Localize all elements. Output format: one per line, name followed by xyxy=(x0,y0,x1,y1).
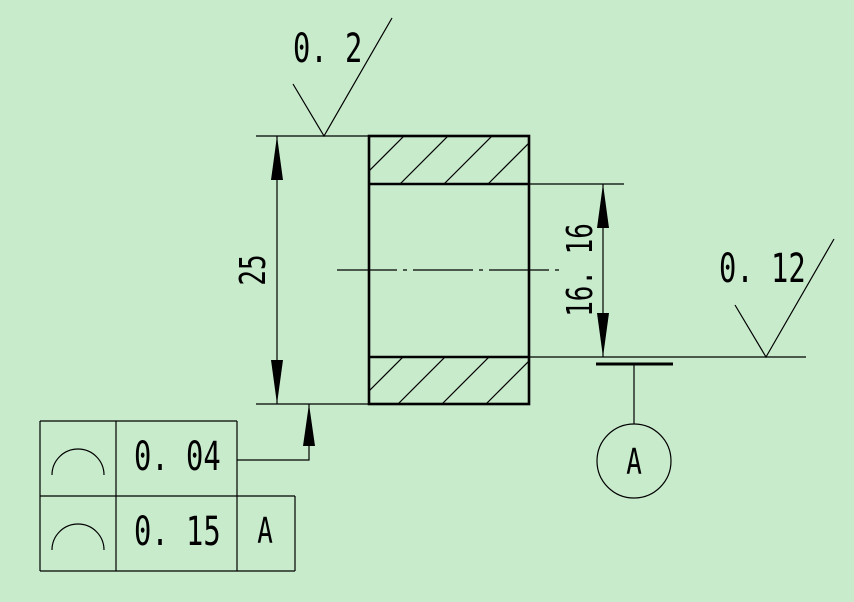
dimension-inner-text: 16. 16 xyxy=(560,223,601,317)
tolerance-frame: 0. 04 0. 15 A xyxy=(39,404,315,572)
tolerance-value-2: 0. 15 xyxy=(134,509,221,555)
hatch-bottom xyxy=(369,357,529,404)
roughness-value-right: 0. 12 xyxy=(719,246,806,292)
roughness-value-top: 0. 2 xyxy=(293,26,362,72)
dimension-outer-text: 25 xyxy=(233,254,274,285)
datum-circle xyxy=(596,423,672,499)
frame-leader xyxy=(237,404,310,461)
hatch-top xyxy=(369,136,529,184)
roughness-symbol-top: 0. 2 xyxy=(292,17,393,138)
frame-leader-arrow xyxy=(303,404,315,446)
datum-symbol: A xyxy=(596,362,673,499)
dimension-outer: 25 xyxy=(233,135,369,405)
arrow-down xyxy=(597,313,609,357)
tolerance-value-1: 0. 04 xyxy=(134,434,221,480)
dimension-inner: 16. 16 xyxy=(529,183,806,358)
datum-label: A xyxy=(626,442,642,483)
surface-profile-icon xyxy=(51,448,105,476)
roughness-symbol-right: 0. 12 xyxy=(719,238,835,359)
surface-profile-icon xyxy=(51,523,105,551)
arrow-up xyxy=(271,136,283,180)
arrow-down xyxy=(271,360,283,404)
tolerance-datum-ref: A xyxy=(257,511,273,552)
arrow-up xyxy=(597,184,609,228)
part-section xyxy=(337,134,562,406)
